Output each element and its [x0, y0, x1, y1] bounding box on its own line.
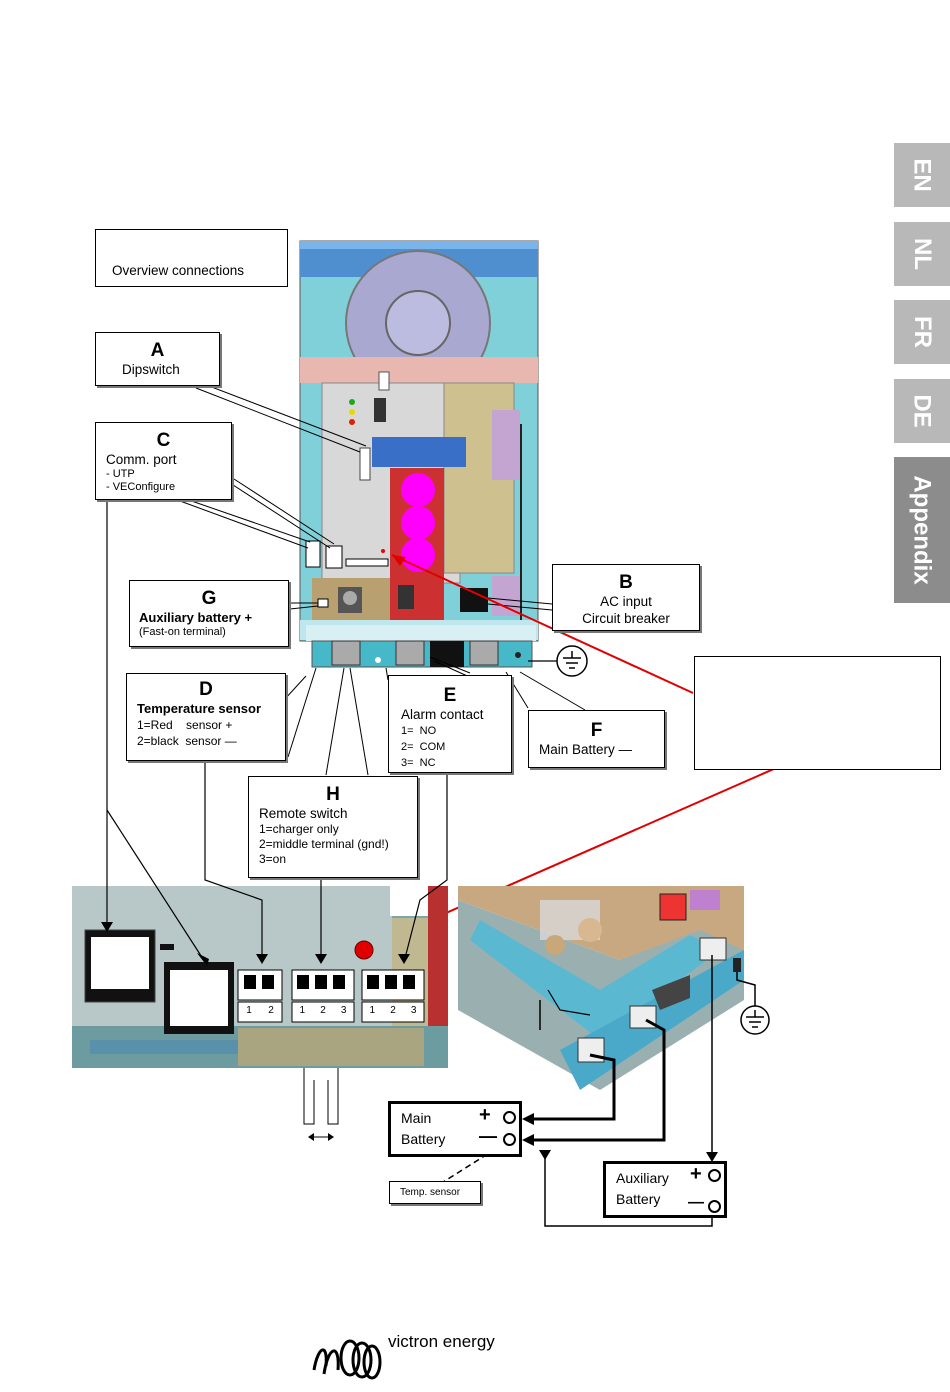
- label-f-main-battery: F Main Battery —: [528, 710, 665, 768]
- photo-ground-icon: [736, 972, 770, 1035]
- tab-fr[interactable]: FR: [894, 300, 950, 364]
- label-e-alarm-contact: E Alarm contact 1= NO 2= COM 3= NC: [388, 675, 512, 773]
- brand-name: victron energy: [388, 1332, 495, 1351]
- aux-battery-minus-terminal: [708, 1200, 721, 1213]
- connector-arrows: [106, 501, 448, 963]
- overview-title: Overview connections: [112, 263, 245, 278]
- pcb-detail: [72, 886, 448, 1068]
- ground-icon: [528, 645, 588, 677]
- auxiliary-battery-box: Auxiliary Battery + —: [603, 1161, 727, 1218]
- terminal-temp-numbers: 1 2: [246, 1005, 274, 1016]
- battery-wiring: [528, 955, 713, 1227]
- main-battery-box: Main Battery + —: [388, 1101, 522, 1157]
- victron-logo-icon: [312, 1339, 382, 1380]
- label-g-auxiliary-battery: G Auxiliary battery + (Fast-on terminal): [129, 580, 289, 647]
- terminal-alarm-numbers: 1 2 3: [369, 1005, 417, 1016]
- charger-unit: [299, 240, 539, 668]
- label-h-remote-switch: H Remote switch 1=charger only 2=middle …: [248, 776, 418, 878]
- temp-sensor-box: Temp. sensor: [389, 1181, 481, 1204]
- tab-en[interactable]: EN: [894, 143, 950, 207]
- label-d-temperature-sensor: D Temperature sensor 1=Red sensor + 2=bl…: [126, 673, 286, 761]
- tab-appendix[interactable]: Appendix: [894, 457, 950, 603]
- tab-de[interactable]: DE: [894, 379, 950, 443]
- tab-nl[interactable]: NL: [894, 222, 950, 286]
- arrow-heads: [101, 922, 410, 966]
- aux-battery-plus-terminal: [708, 1169, 721, 1182]
- label-a-dipswitch: A Dipswitch: [95, 332, 220, 386]
- main-battery-plus-terminal: [503, 1111, 516, 1124]
- overview-title-box: Overview connections: [95, 229, 288, 287]
- label-b-ac-input: B AC input Circuit breaker: [552, 564, 700, 631]
- label-c-comm-port: C Comm. port - UTP - VEConfigure: [95, 422, 232, 500]
- callout-box: [694, 656, 941, 770]
- terminal-remote-numbers: 1 2 3: [299, 1005, 347, 1016]
- unit-photo: [458, 886, 744, 1096]
- main-battery-minus-terminal: [503, 1133, 516, 1146]
- leader-lines: [179, 380, 586, 776]
- remote-switch-wire: [303, 1068, 339, 1138]
